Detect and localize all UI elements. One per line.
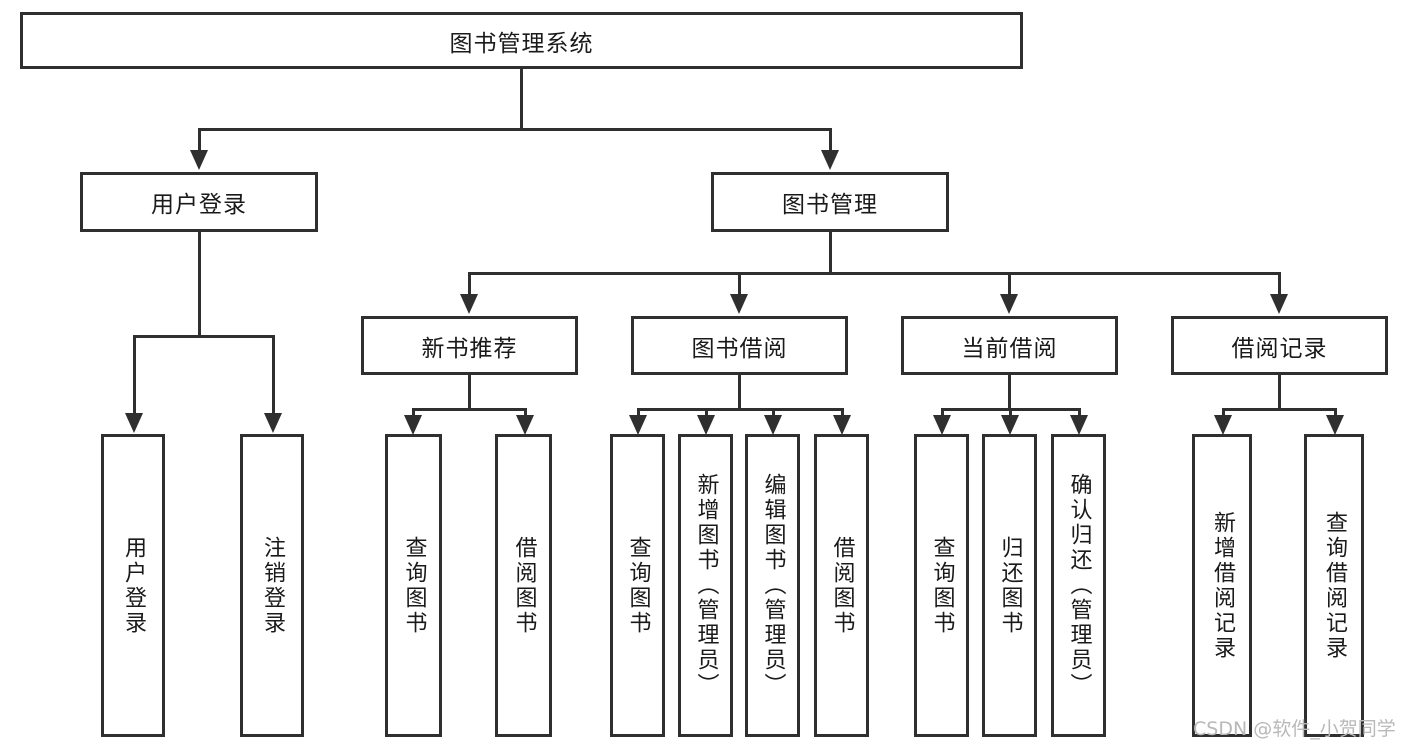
edge-new-book-recommend-bar [412, 408, 527, 411]
edge-current-borrow-branch-1 [941, 408, 944, 417]
edge-book-management-branch-1 [468, 272, 471, 296]
arrow-to-leaf-add-borrow-record [1214, 415, 1232, 435]
edge-root-to-book-management [829, 128, 832, 152]
edge-book-borrow-stem [738, 375, 741, 408]
leaf-label: 新增图书（管理员） [693, 473, 719, 698]
node-label: 当前借阅 [961, 335, 1058, 362]
leaf-user-login[interactable]: 用户登录 [101, 434, 165, 737]
arrow-to-user-login [190, 150, 208, 170]
arrow-to-leaf-logout-login [264, 413, 282, 433]
edge-user-login-branch-1 [133, 335, 136, 415]
leaf-label: 借阅图书 [511, 535, 537, 636]
edge-book-management-bar [468, 272, 1280, 275]
node-label: 图书借阅 [691, 335, 788, 362]
arrow-to-new-book-recommend [460, 294, 478, 314]
edge-book-management-branch-2 [738, 272, 741, 296]
edge-book-management-branch-3 [1008, 272, 1011, 296]
node-label: 用户登录 [151, 192, 247, 218]
node-new-book-recommend[interactable]: 新书推荐 [361, 316, 578, 375]
edge-new-book-recommend-branch-1 [412, 408, 415, 417]
node-label: 借阅记录 [1231, 335, 1328, 362]
arrow-to-leaf-user-login [125, 413, 143, 433]
edge-new-book-recommend-stem [468, 375, 471, 408]
edge-book-borrow-branch-1 [637, 408, 640, 417]
edge-book-management-branch-4 [1278, 272, 1281, 296]
leaf-label: 归还图书 [997, 535, 1023, 636]
arrow-to-borrow-record [1270, 294, 1288, 314]
leaf-label: 编辑图书（管理员） [760, 473, 786, 698]
leaf-query-borrow-record[interactable]: 查询借阅记录 [1304, 434, 1364, 737]
leaf-borrow-book-1[interactable]: 借阅图书 [495, 434, 552, 737]
arrow-to-book-management [821, 150, 839, 170]
node-book-borrow[interactable]: 图书借阅 [631, 316, 848, 375]
node-book-management-system[interactable]: 图书管理系统 [20, 12, 1023, 69]
edge-book-borrow-branch-4 [841, 408, 844, 417]
leaf-label: 查询图书 [625, 535, 651, 636]
arrow-to-current-borrow [1000, 294, 1018, 314]
csdn-watermark: CSDN @软件_小贺同学 [1193, 718, 1396, 740]
edge-book-borrow-branch-2 [705, 408, 708, 417]
edge-borrow-record-branch-2 [1334, 408, 1337, 417]
arrow-to-leaf-edit-book-admin [764, 415, 782, 435]
arrow-to-leaf-confirm-return-admin [1070, 415, 1088, 435]
node-borrow-record[interactable]: 借阅记录 [1171, 316, 1388, 375]
leaf-add-book-admin[interactable]: 新增图书（管理员） [678, 434, 733, 737]
arrow-to-leaf-query-book-1 [404, 415, 422, 435]
node-label: 图书管理 [782, 192, 878, 218]
leaf-return-book[interactable]: 归还图书 [982, 434, 1037, 737]
node-label: 图书管理系统 [449, 30, 594, 57]
edge-book-management-stem [829, 232, 832, 272]
edge-user-login-branch-2 [272, 335, 275, 415]
leaf-label: 确认归还（管理员） [1066, 473, 1092, 698]
leaf-label: 借阅图书 [829, 535, 855, 636]
edge-root-stem [520, 69, 523, 128]
leaf-query-book-2[interactable]: 查询图书 [610, 434, 665, 737]
leaf-edit-book-admin[interactable]: 编辑图书（管理员） [745, 434, 800, 737]
leaf-query-book-1[interactable]: 查询图书 [385, 434, 442, 737]
arrow-to-leaf-add-book-admin [697, 415, 715, 435]
leaf-label: 新增借阅记录 [1209, 510, 1235, 661]
arrow-to-leaf-borrow-book-1 [516, 415, 534, 435]
edge-book-borrow-branch-3 [772, 408, 775, 417]
edge-new-book-recommend-branch-2 [524, 408, 527, 417]
leaf-label: 用户登录 [120, 535, 146, 636]
arrow-to-book-borrow [730, 294, 748, 314]
leaf-add-borrow-record[interactable]: 新增借阅记录 [1192, 434, 1252, 737]
edge-current-borrow-stem [1008, 375, 1011, 408]
leaf-label: 注销登录 [259, 535, 285, 636]
edge-user-login-bar [133, 335, 275, 338]
leaf-borrow-book-2[interactable]: 借阅图书 [814, 434, 869, 737]
leaf-label: 查询图书 [401, 535, 427, 636]
edge-borrow-record-branch-1 [1222, 408, 1225, 417]
arrow-to-leaf-borrow-book-2 [833, 415, 851, 435]
edge-current-borrow-branch-3 [1078, 408, 1081, 417]
edge-root-to-user-login [198, 128, 201, 152]
arrow-to-leaf-query-book-3 [933, 415, 951, 435]
edge-book-borrow-bar [637, 408, 844, 411]
edge-borrow-record-bar [1222, 408, 1337, 411]
arrow-to-leaf-query-borrow-record [1326, 415, 1344, 435]
node-current-borrow[interactable]: 当前借阅 [901, 316, 1118, 375]
arrow-to-leaf-query-book-2 [629, 415, 647, 435]
leaf-label: 查询图书 [929, 535, 955, 636]
leaf-label: 查询借阅记录 [1321, 510, 1347, 661]
edge-borrow-record-stem [1278, 375, 1281, 408]
node-user-login[interactable]: 用户登录 [80, 172, 318, 232]
edge-current-borrow-branch-2 [1009, 408, 1012, 417]
edge-user-login-stem [198, 232, 201, 335]
node-label: 新书推荐 [421, 335, 518, 362]
arrow-to-leaf-return-book [1001, 415, 1019, 435]
leaf-query-book-3[interactable]: 查询图书 [914, 434, 969, 737]
leaf-logout-login[interactable]: 注销登录 [240, 434, 304, 737]
edge-root-bar [198, 128, 832, 131]
leaf-confirm-return-admin[interactable]: 确认归还（管理员） [1051, 434, 1106, 737]
node-book-management[interactable]: 图书管理 [711, 172, 949, 232]
